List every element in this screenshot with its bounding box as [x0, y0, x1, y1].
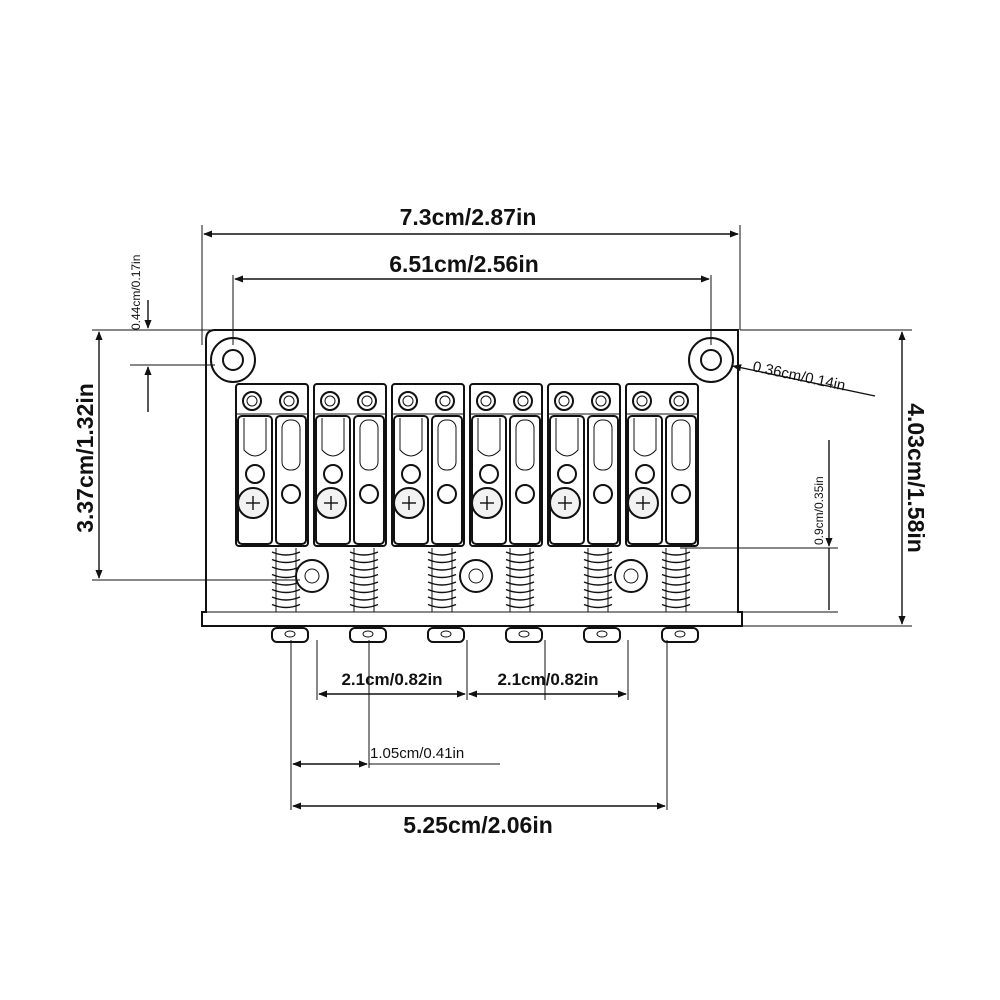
string-tube	[505, 627, 543, 643]
mount-hole-right	[688, 337, 734, 383]
saddle-icon	[391, 383, 465, 643]
saddle-icon	[625, 383, 699, 643]
mount-hole-icon	[295, 559, 329, 593]
screw-icon	[315, 487, 347, 519]
string-tube	[349, 627, 387, 643]
dim-base-height: 0.9cm/0.35in	[680, 440, 838, 613]
label-total-height: 4.03cm/1.58in	[903, 403, 929, 553]
dim-hole-spacing: 6.51cm/2.56in	[232, 251, 712, 345]
spring-icon	[583, 548, 613, 612]
screw-icon	[237, 487, 269, 519]
label-base-height: 0.9cm/0.35in	[812, 476, 826, 545]
spring-icon	[427, 548, 457, 612]
label-overall-width: 7.3cm/2.87in	[400, 204, 537, 230]
spring-icon	[661, 548, 691, 612]
string-extension-lines	[290, 640, 668, 810]
string-tube	[271, 627, 309, 643]
saddle-icon	[235, 383, 309, 643]
label-string-pair-2: 2.1cm/0.82in	[497, 670, 598, 689]
label-outer-strings: 5.25cm/2.06in	[403, 812, 553, 838]
dim-outer-strings: 5.25cm/2.06in	[292, 802, 666, 838]
dim-string-half: 1.05cm/0.41in	[292, 745, 500, 768]
dim-string-pair-1: 2.1cm/0.82in	[318, 670, 466, 698]
label-string-half: 1.05cm/0.41in	[370, 745, 464, 762]
screw-icon	[549, 487, 581, 519]
label-spring-height: 3.37cm/1.32in	[72, 383, 98, 533]
dim-string-pair-2: 2.1cm/0.82in	[468, 670, 627, 698]
dim-spring-height: 3.37cm/1.32in	[72, 329, 300, 581]
string-tube	[661, 627, 699, 643]
mount-hole-icon	[614, 559, 648, 593]
label-hole-spacing: 6.51cm/2.56in	[389, 251, 539, 277]
screw-icon	[393, 487, 425, 519]
saddle-group	[235, 383, 699, 643]
screw-icon	[627, 487, 659, 519]
saddle-icon	[547, 383, 621, 643]
label-hole-diameter: 0.36cm/0.14in	[751, 358, 847, 394]
mount-hole-icon	[459, 559, 493, 593]
screw-icon	[471, 487, 503, 519]
label-top-offset: 0.44cm/0.17in	[129, 255, 143, 330]
dim-hole-diameter: 0.36cm/0.14in	[732, 358, 876, 397]
dim-total-height: 4.03cm/1.58in	[740, 329, 929, 627]
string-tube	[427, 627, 465, 643]
saddle-icon	[313, 383, 387, 643]
label-string-pair-1: 2.1cm/0.82in	[341, 670, 442, 689]
saddle-icon	[469, 383, 543, 643]
dim-overall-width: 7.3cm/2.87in	[201, 204, 741, 345]
spring-icon	[349, 548, 379, 612]
spring-icon	[505, 548, 535, 612]
string-tube	[583, 627, 621, 643]
